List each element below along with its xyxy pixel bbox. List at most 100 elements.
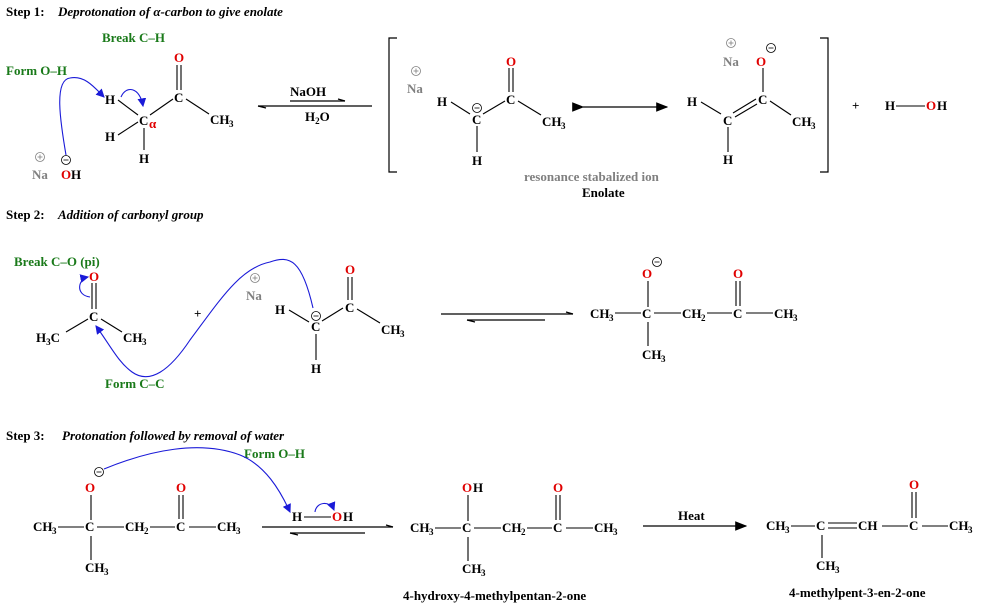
svg-text:3: 3 xyxy=(793,313,798,323)
svg-text:C: C xyxy=(85,519,94,534)
svg-text:O: O xyxy=(926,98,936,113)
enolate-caption: resonance stabalized ion xyxy=(524,169,660,184)
svg-text:CH: CH xyxy=(502,520,522,535)
svg-text:2: 2 xyxy=(521,527,526,537)
step-1: Step 1: Deprotonation of α-carbon to giv… xyxy=(6,4,947,200)
left-bracket xyxy=(388,37,397,173)
enolate-nucleophile: Na H C H C O CH 3 xyxy=(246,262,405,376)
step-2: Step 2: Addition of carbonyl group Break… xyxy=(6,207,798,391)
svg-text:Na: Na xyxy=(407,81,423,96)
alkoxide-adduct: O CH 3 C CH 2 C O CH 3 CH 3 xyxy=(590,257,798,364)
form-oh-annotation: Form O–H xyxy=(6,63,67,78)
reagent-water: H2O xyxy=(305,109,330,126)
svg-text:CH: CH xyxy=(210,112,230,127)
svg-text:C: C xyxy=(506,92,515,107)
svg-text:H: H xyxy=(105,129,115,144)
svg-text:O: O xyxy=(61,167,71,182)
svg-text:CH: CH xyxy=(774,306,794,321)
svg-text:2: 2 xyxy=(144,526,149,536)
heat-arrow: Heat xyxy=(643,508,748,531)
svg-text:CH: CH xyxy=(858,518,878,533)
svg-text:CH: CH xyxy=(792,114,812,129)
svg-text:C: C xyxy=(311,319,320,334)
svg-text:C: C xyxy=(176,519,185,534)
svg-text:3: 3 xyxy=(236,526,241,536)
svg-text:3: 3 xyxy=(613,527,618,537)
svg-text:3: 3 xyxy=(400,329,405,339)
enone-product: CH 3 C CH C O CH 3 CH 3 xyxy=(766,477,973,575)
svg-text:O: O xyxy=(85,480,95,495)
svg-text:C: C xyxy=(472,112,481,127)
alkoxide-reactant: O CH 3 C CH 2 C O CH 3 CH 3 xyxy=(33,467,241,577)
svg-text:O: O xyxy=(553,480,563,495)
svg-text:CH: CH xyxy=(949,518,969,533)
heat-label: Heat xyxy=(678,508,705,523)
plus-sign: + xyxy=(852,98,859,113)
svg-text:2: 2 xyxy=(701,313,706,323)
svg-text:3: 3 xyxy=(661,354,666,364)
svg-text:3: 3 xyxy=(52,526,57,536)
curved-arrow-form-oh-3 xyxy=(103,447,291,514)
svg-text:3: 3 xyxy=(785,525,790,535)
right-bracket xyxy=(820,37,829,173)
step-3-label: Step 3: xyxy=(6,428,45,443)
svg-text:CH: CH xyxy=(33,519,53,534)
svg-text:CH: CH xyxy=(594,520,614,535)
svg-text:3: 3 xyxy=(561,121,566,131)
svg-text:O: O xyxy=(909,477,919,492)
svg-text:3: 3 xyxy=(835,565,840,575)
svg-text:C: C xyxy=(553,520,562,535)
plus-charge-icon xyxy=(35,152,45,162)
svg-text:3: 3 xyxy=(104,567,109,577)
acetone-electrophile: O C H3C CH 3 xyxy=(36,269,147,347)
svg-text:H: H xyxy=(937,98,947,113)
curved-arrow-break-ch xyxy=(120,89,147,108)
step-3-title: Protonation followed by removal of water xyxy=(62,428,285,443)
svg-text:CH: CH xyxy=(766,518,786,533)
svg-text:H: H xyxy=(311,361,321,376)
water-reagent: H O H xyxy=(292,501,353,524)
svg-text:O: O xyxy=(174,50,184,65)
svg-text:CH: CH xyxy=(542,114,562,129)
enolate-resonance-form: Na O H C H C CH 3 xyxy=(687,38,816,167)
svg-text:3: 3 xyxy=(811,121,816,131)
svg-text:H: H xyxy=(343,509,353,524)
svg-text:C: C xyxy=(816,518,825,533)
step-3: Step 3: Protonation followed by removal … xyxy=(6,428,973,603)
svg-text:H: H xyxy=(105,92,115,107)
svg-text:O: O xyxy=(506,54,516,69)
svg-text:Na: Na xyxy=(246,288,262,303)
plus-sign: + xyxy=(194,306,201,321)
svg-text:H3C: H3C xyxy=(36,330,60,347)
intermediate-name: 4-hydroxy-4-methylpentan-2-one xyxy=(403,588,586,603)
svg-text:O: O xyxy=(462,480,472,495)
svg-text:O: O xyxy=(176,480,186,495)
svg-text:O: O xyxy=(332,509,342,524)
sodium-hydroxide: Na O H xyxy=(32,152,81,182)
svg-text:H: H xyxy=(472,153,482,168)
svg-text:C: C xyxy=(758,92,767,107)
sodium-ion: Na xyxy=(32,167,48,182)
svg-text:C: C xyxy=(174,90,183,105)
svg-text:CH: CH xyxy=(642,347,662,362)
acetone-molecule: H H H C α C O CH 3 xyxy=(105,50,234,166)
svg-text:CH: CH xyxy=(85,560,105,575)
svg-text:O: O xyxy=(756,54,766,69)
svg-text:CH: CH xyxy=(217,519,237,534)
svg-text:3: 3 xyxy=(968,525,973,535)
svg-text:CH: CH xyxy=(816,558,836,573)
break-ch-annotation: Break C–H xyxy=(102,30,165,45)
svg-text:H: H xyxy=(71,167,81,182)
svg-text:C: C xyxy=(462,520,471,535)
svg-text:H: H xyxy=(292,509,302,524)
svg-text:CH: CH xyxy=(682,306,702,321)
svg-text:3: 3 xyxy=(609,313,614,323)
form-cc-annotation: Form C–C xyxy=(105,376,165,391)
svg-text:O: O xyxy=(89,269,99,284)
curved-arrow-form-cc xyxy=(95,258,314,378)
svg-text:H: H xyxy=(885,98,895,113)
svg-text:H: H xyxy=(437,94,447,109)
curved-arrow-break-co xyxy=(79,274,91,298)
curved-arrow-form-oh xyxy=(59,77,105,156)
svg-text:C: C xyxy=(642,306,651,321)
